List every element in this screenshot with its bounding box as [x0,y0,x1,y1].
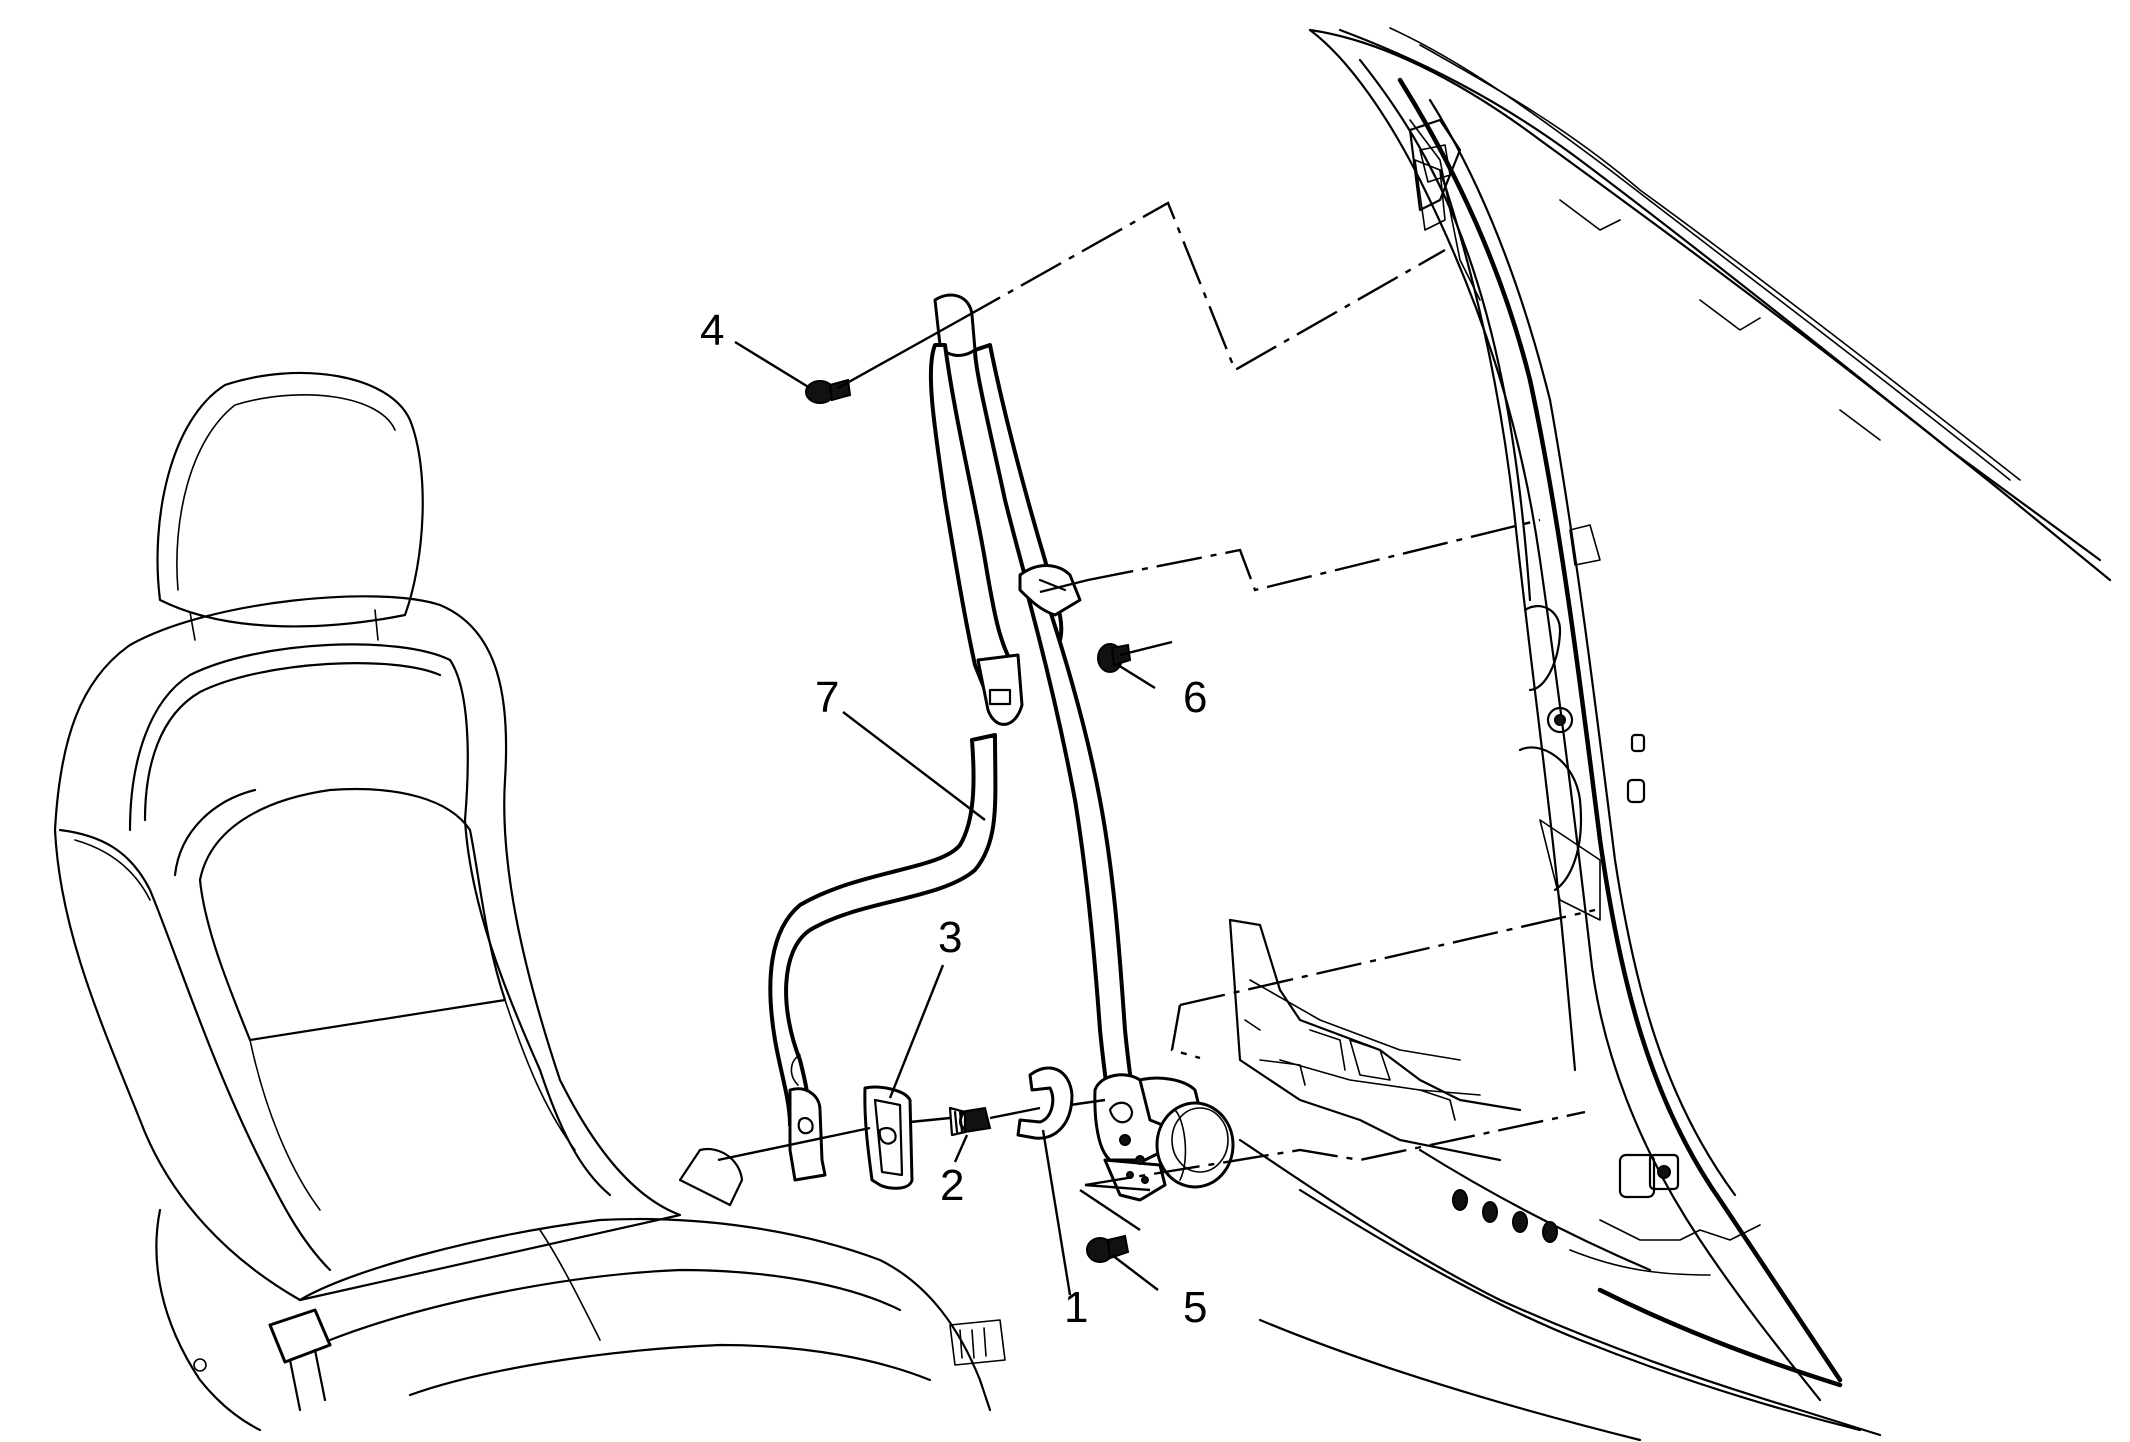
vehicle-body [1228,27,2112,1442]
rocker-sill [1238,1138,1882,1437]
retractor-spool [1155,1101,1235,1189]
seatback [53,595,682,1302]
callout-labels: 4 7 3 2 1 6 5 [700,306,1207,1332]
leader-2 [953,1134,969,1163]
seatback-center-panel [198,787,507,1042]
lap-anchor-plate [788,1087,827,1182]
assembly-centerlines [717,201,1596,1231]
callout-5: 5 [1183,1283,1207,1332]
leader-6 [1117,663,1156,690]
part-2-bolt [948,1106,992,1137]
callout-7: 7 [815,673,839,722]
leader-4 [734,340,811,390]
callout-3: 3 [938,913,962,962]
leader-5 [1111,1254,1159,1291]
lower-pillar-panel [1228,918,1522,1112]
seat-buckle [268,1308,332,1364]
seat-cushion [298,1217,992,1412]
part-4-bolt [805,378,852,404]
part-6-bolt [1097,643,1132,673]
callout-2: 2 [940,1161,964,1210]
leader-7 [842,711,986,821]
seat-belt-assembly [768,293,1142,1182]
headrest [156,371,424,628]
leader-1 [1041,1129,1072,1296]
part-5-bolt [1086,1234,1130,1263]
leader-3 [888,964,945,1099]
front-seat [53,371,1006,1432]
callout-6: 6 [1183,673,1207,722]
part-1-spacer [1016,1066,1074,1140]
callout-4: 4 [700,306,724,355]
b-pillar [1308,28,1822,1402]
callout-leaders [734,340,1159,1296]
callout-1: 1 [1064,1283,1088,1332]
retractor [1093,1073,1235,1202]
